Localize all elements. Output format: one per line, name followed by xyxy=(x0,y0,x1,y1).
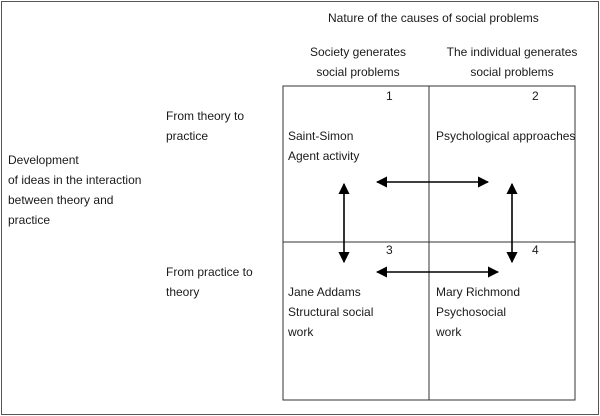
cell-3-line1: Jane Addams xyxy=(288,285,361,299)
header-title: Nature of the causes of social problems xyxy=(328,11,539,25)
cell-4-line2: Psychosocial xyxy=(436,305,507,319)
column-header-society-line2: social problems xyxy=(316,65,400,79)
column-header-individual-line2: social problems xyxy=(470,65,554,79)
left-axis-label-line3: between theory and xyxy=(8,193,114,207)
column-header-society: Society generates social problems xyxy=(290,42,426,82)
left-axis-label-line1: Development xyxy=(8,153,79,167)
cell-4-line1: Mary Richmond xyxy=(436,285,521,299)
row-label-practice-to-theory-line2: theory xyxy=(166,285,200,299)
row-label-practice-to-theory: From practice to theory xyxy=(166,262,253,302)
cell-3-line2: Structural social xyxy=(288,305,374,319)
cell-3-number: 3 xyxy=(386,243,393,257)
cell-4-content: Mary Richmond Psychosocial work xyxy=(436,282,520,342)
cell-3-content: Jane Addams Structural social work xyxy=(288,282,373,342)
cell-4-line3: work xyxy=(436,325,462,339)
row-label-theory-to-practice: From theory to practice xyxy=(166,106,244,146)
column-header-society-line1: Society generates xyxy=(309,45,407,59)
row-label-theory-to-practice-line2: practice xyxy=(166,129,209,143)
left-axis-label-line4: practice xyxy=(8,213,51,227)
cell-2-number: 2 xyxy=(532,89,539,103)
cell-2-line1: Psychological approaches xyxy=(436,129,576,143)
cell-1-line1: Saint-Simon xyxy=(288,129,354,143)
cell-2-content: Psychological approaches xyxy=(436,126,575,146)
cell-1-number: 1 xyxy=(386,89,393,103)
left-axis-label: Development of ideas in the interaction … xyxy=(8,150,141,230)
left-axis-label-line2: of ideas in the interaction xyxy=(8,173,142,187)
column-header-individual-line1: The individual generates xyxy=(446,45,578,59)
cell-1-line2: Agent activity xyxy=(288,149,360,163)
cell-3-line3: work xyxy=(288,325,314,339)
cell-4-number: 4 xyxy=(532,243,539,257)
row-label-theory-to-practice-line1: From theory to xyxy=(166,109,245,123)
column-header-individual: The individual generates social problems xyxy=(430,42,594,82)
row-label-practice-to-theory-line1: From practice to xyxy=(166,265,253,279)
cell-1-content: Saint-Simon Agent activity xyxy=(288,126,359,166)
